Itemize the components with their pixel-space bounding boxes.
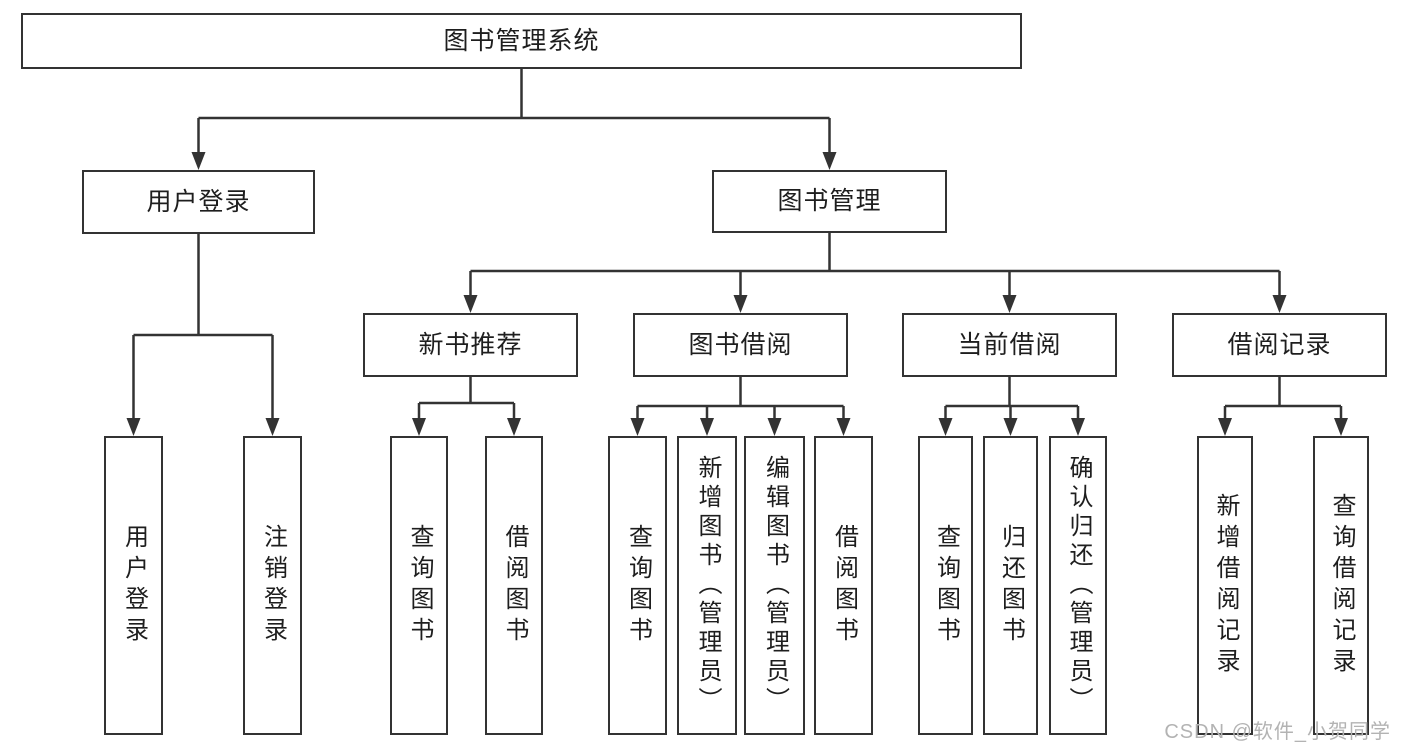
leaf-borrow-books: 借阅图书 (814, 436, 873, 735)
arrowhead-icon (733, 295, 748, 313)
node-user-login: 用户登录 (82, 170, 315, 234)
arrowhead-icon (1272, 295, 1287, 313)
leaf-query-borrow-record: 查询借阅记录 (1313, 436, 1369, 735)
arrowhead-icon (126, 418, 141, 436)
leaf-borrow-books: 借阅图书 (485, 436, 543, 735)
csdn-watermark: CSDN @软件_小贺同学 (1164, 721, 1391, 743)
node-label: 查询图书 (932, 523, 960, 648)
leaf-logout-login: 注销登录 (243, 436, 302, 735)
node-label: 查询图书 (406, 523, 433, 648)
arrowhead-icon (822, 152, 837, 170)
node-label: 新增图书（管理员） (694, 455, 721, 716)
leaf-query-books: 查询图书 (390, 436, 448, 735)
arrowhead-icon (630, 418, 645, 436)
connector-root-to-level2 (191, 69, 837, 170)
node-library-system: 图书管理系统 (21, 13, 1022, 69)
node-label: 归还图书 (997, 523, 1025, 648)
node-label: 编辑图书（管理员） (761, 455, 789, 716)
leaf-confirm-return-admin: 确认归还（管理员） (1049, 436, 1107, 735)
arrowhead-icon (507, 418, 521, 436)
connector-user-login-to-leaves (126, 234, 280, 436)
node-label: 查询借阅记录 (1328, 492, 1355, 679)
node-label: 注销登录 (259, 523, 287, 648)
connector-borrowing-records-to-leaves (1218, 377, 1348, 436)
node-new-book-recommend: 新书推荐 (363, 313, 578, 377)
arrowhead-icon (191, 152, 206, 170)
arrowhead-icon (836, 418, 851, 436)
node-label: 当前借阅 (957, 330, 1062, 359)
leaf-user-login: 用户登录 (104, 436, 163, 735)
node-book-borrowing: 图书借阅 (633, 313, 848, 377)
node-label: 图书管理 (777, 187, 882, 215)
node-label: 查询图书 (624, 523, 652, 648)
arrowhead-icon (1003, 418, 1018, 436)
arrowhead-icon (1218, 418, 1232, 436)
connector-new-book-to-leaves (412, 377, 521, 436)
node-borrowing-records: 借阅记录 (1172, 313, 1387, 377)
leaf-edit-books-admin: 编辑图书（管理员） (744, 436, 805, 735)
node-label: 新增借阅记录 (1212, 492, 1239, 679)
node-current-borrowing: 当前借阅 (902, 313, 1117, 377)
node-label: 借阅图书 (501, 523, 528, 648)
node-label: 新书推荐 (418, 330, 523, 359)
node-label: 图书管理系统 (443, 26, 600, 55)
node-label: 借阅图书 (830, 523, 858, 648)
node-book-management: 图书管理 (712, 170, 947, 233)
node-label: 用户登录 (120, 523, 148, 648)
leaf-add-borrow-record: 新增借阅记录 (1197, 436, 1253, 735)
leaf-query-books: 查询图书 (608, 436, 667, 735)
connector-book-borrowing-to-leaves (630, 377, 851, 436)
node-label: 图书借阅 (688, 330, 793, 359)
leaf-return-books: 归还图书 (983, 436, 1038, 735)
arrowhead-icon (412, 418, 426, 436)
node-label: 借阅记录 (1227, 330, 1332, 359)
connector-current-borrowing-to-leaves (938, 377, 1085, 436)
leaf-query-books: 查询图书 (918, 436, 973, 735)
connector-book-management-to-level3 (463, 233, 1287, 313)
arrowhead-icon (1071, 418, 1085, 436)
arrowhead-icon (700, 418, 714, 436)
node-label: 用户登录 (146, 187, 251, 216)
arrowhead-icon (1002, 295, 1017, 313)
arrowhead-icon (463, 295, 478, 313)
leaf-add-books-admin: 新增图书（管理员） (677, 436, 737, 735)
node-label: 确认归还（管理员） (1065, 455, 1092, 716)
arrowhead-icon (265, 418, 280, 436)
arrowhead-icon (767, 418, 782, 436)
arrowhead-icon (1334, 418, 1348, 436)
arrowhead-icon (938, 418, 953, 436)
